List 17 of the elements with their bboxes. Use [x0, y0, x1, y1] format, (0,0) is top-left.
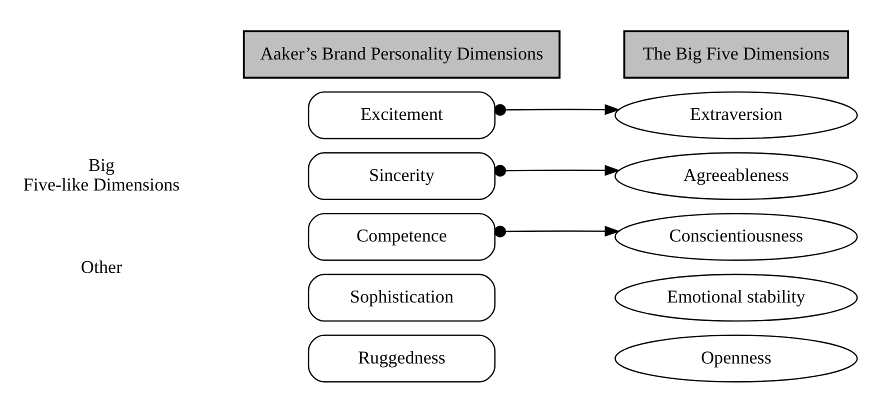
node-box: Competence: [307, 212, 496, 260]
node-box: Aaker’s Brand Personality Dimensions: [242, 30, 560, 78]
node-ellipse: Conscientiousness: [614, 212, 858, 260]
node-ellipse: Agreeableness: [614, 152, 858, 200]
node-box: Excitement: [307, 90, 496, 139]
node-box: Sincerity: [307, 152, 496, 200]
arrow: [494, 225, 620, 237]
arrow: [494, 104, 620, 116]
node-box: Sophistication: [307, 273, 496, 322]
node-ellipse: Extraversion: [614, 90, 858, 139]
label: Other: [80, 256, 122, 276]
node-ellipse: Openness: [614, 334, 858, 382]
node-box: Ruggedness: [307, 334, 496, 382]
arrow: [494, 164, 620, 176]
label: Big Five-like Dimensions: [22, 154, 180, 194]
node-box: The Big Five Dimensions: [622, 30, 849, 78]
node-ellipse: Emotional stability: [614, 273, 858, 322]
